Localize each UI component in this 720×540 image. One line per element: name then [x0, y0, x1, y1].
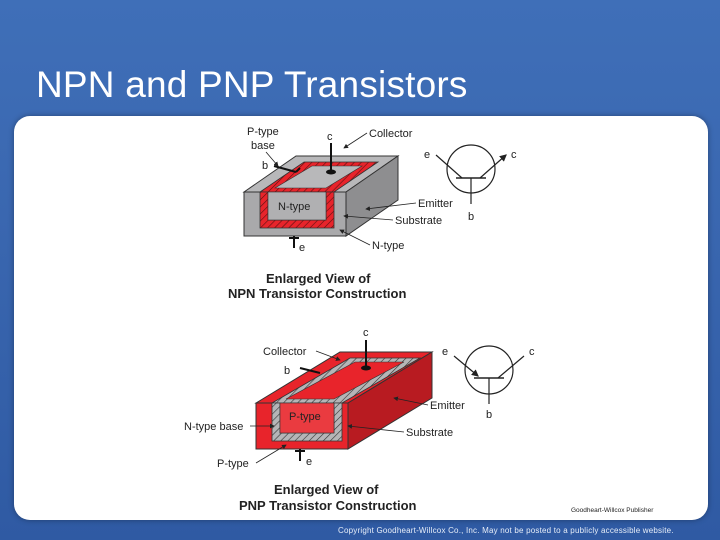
- npn-n-type-inner-label: N-type: [278, 201, 310, 213]
- npn-b-label: b: [262, 160, 268, 172]
- pnp-b-label: b: [284, 365, 290, 377]
- pnp-labels: c Collector b Emitter N-type base Substr…: [184, 327, 465, 470]
- npn-labels: P-type base c Collector b Emitter Substr…: [247, 126, 453, 254]
- pnp-p-type-label: P-type: [217, 458, 249, 470]
- pnp-caption-line-1: Enlarged View of: [274, 482, 379, 497]
- npn-symbol-e-label: e: [424, 149, 430, 161]
- npn-collector-label: Collector: [369, 128, 413, 140]
- pnp-symbol-c-label: c: [529, 346, 535, 358]
- npn-substrate-label: Substrate: [395, 215, 442, 227]
- npn-symbol-c-label: c: [511, 149, 517, 161]
- publisher-credit: Goodheart-Willcox Publisher: [571, 507, 654, 514]
- pnp-emitter-label: Emitter: [430, 400, 465, 412]
- pnp-symbol-b-label: b: [486, 409, 492, 421]
- pnp-symbol-e-label: e: [442, 346, 448, 358]
- pnp-p-type-inner-label: P-type: [289, 411, 321, 423]
- pnp-block: P-type: [254, 340, 434, 461]
- npn-p-type-base-label: P-type: [247, 126, 279, 138]
- pnp-caption-line-2: PNP Transistor Construction: [239, 498, 417, 513]
- npn-caption-line-1: Enlarged View of: [266, 271, 371, 286]
- npn-e-label: e: [299, 242, 305, 254]
- npn-caption-line-2: NPN Transistor Construction: [228, 286, 406, 301]
- pnp-collector-label: Collector: [263, 346, 307, 358]
- npn-c-label: c: [327, 131, 333, 143]
- pnp-c-label: c: [363, 327, 369, 339]
- npn-emitter-label: Emitter: [418, 198, 453, 210]
- pnp-substrate-label: Substrate: [406, 427, 453, 439]
- slide-title: NPN and PNP Transistors: [36, 64, 468, 105]
- npn-block: N-type: [242, 143, 400, 248]
- pnp-symbol-icon: e c b: [442, 345, 535, 421]
- npn-symbol-b-label: b: [468, 211, 474, 223]
- pnp-n-type-base-label: N-type base: [184, 421, 243, 433]
- npn-n-type-label: N-type: [372, 240, 404, 252]
- npn-p-type-base-label-2: base: [251, 140, 275, 152]
- copyright-footer: Copyright Goodheart-Willcox Co., Inc. Ma…: [338, 526, 674, 535]
- pnp-e-label: e: [306, 456, 312, 468]
- npn-symbol-icon: e c b: [424, 144, 517, 223]
